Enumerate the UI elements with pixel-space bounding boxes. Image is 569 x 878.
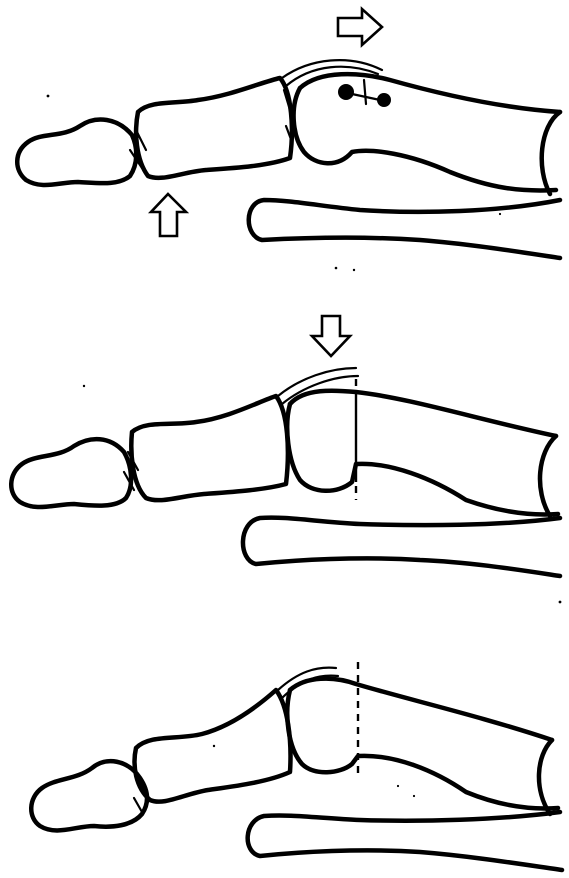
distal-phalanx bbox=[11, 439, 131, 507]
distal-phalanx bbox=[17, 120, 136, 186]
first-metatarsal bbox=[290, 391, 556, 436]
second-metatarsal bbox=[248, 812, 562, 870]
distal-phalanx bbox=[31, 761, 147, 830]
pin-marker bbox=[338, 84, 354, 100]
panel-3 bbox=[31, 662, 562, 870]
first-metatarsal bbox=[290, 679, 552, 740]
proximal-phalanx bbox=[136, 78, 292, 178]
panel-2 bbox=[11, 316, 560, 576]
arrow-down-icon bbox=[312, 316, 350, 356]
second-metatarsal bbox=[243, 518, 560, 576]
arrow-right-icon bbox=[338, 9, 382, 45]
arrow-up-icon bbox=[151, 194, 186, 236]
panel-1 bbox=[17, 9, 560, 258]
second-metatarsal bbox=[249, 200, 560, 258]
background-specks bbox=[47, 95, 562, 798]
proximal-phalanx bbox=[135, 690, 291, 802]
proximal-phalanx bbox=[131, 396, 288, 500]
